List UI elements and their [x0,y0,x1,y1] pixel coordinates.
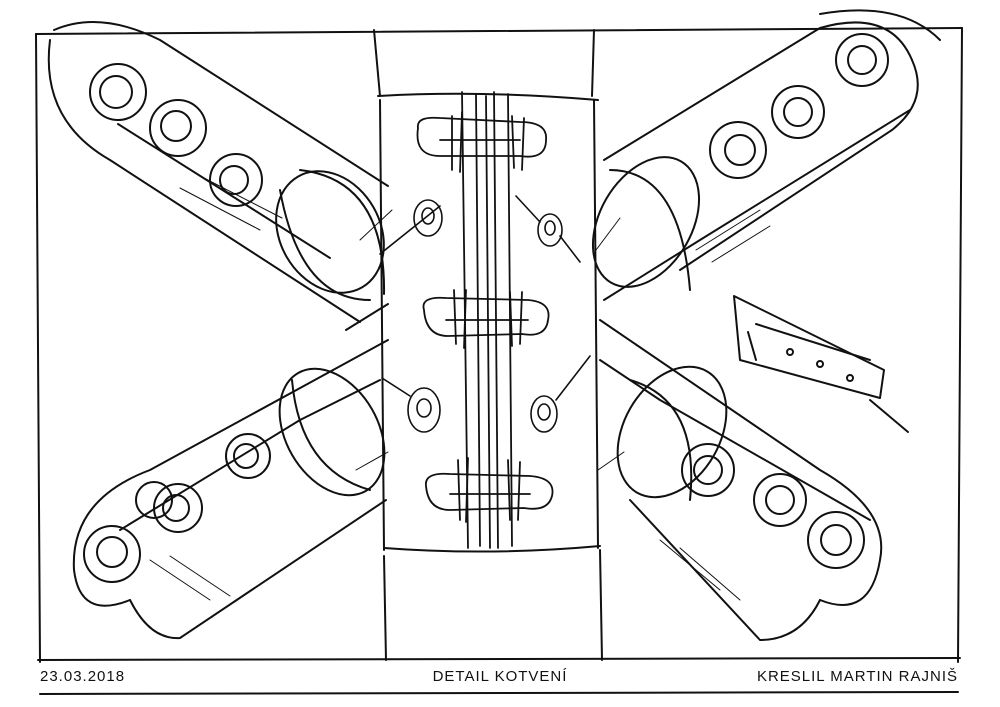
construction-lines [149,175,771,601]
plate-bolts [416,111,554,523]
central-anchor-plate [373,29,603,661]
plate-anchor-rings [379,195,591,433]
loose-bar-piece [733,295,909,433]
beam-lower-right [599,319,883,641]
beam-upper-left [47,21,389,323]
drawing-author: KRESLIL MARTIN RAJNIŠ [756,668,958,685]
bolt-middle [422,296,550,337]
drawing-title: DETAIL KOTVENÍ [432,668,568,685]
drawing-date: 23.03.2018 [40,668,126,685]
bolt-bottom [425,472,554,511]
beam-upper-right [591,9,941,301]
beam-lower-left [72,303,389,640]
bolt-top [416,116,547,158]
drawing-frame [35,27,963,695]
